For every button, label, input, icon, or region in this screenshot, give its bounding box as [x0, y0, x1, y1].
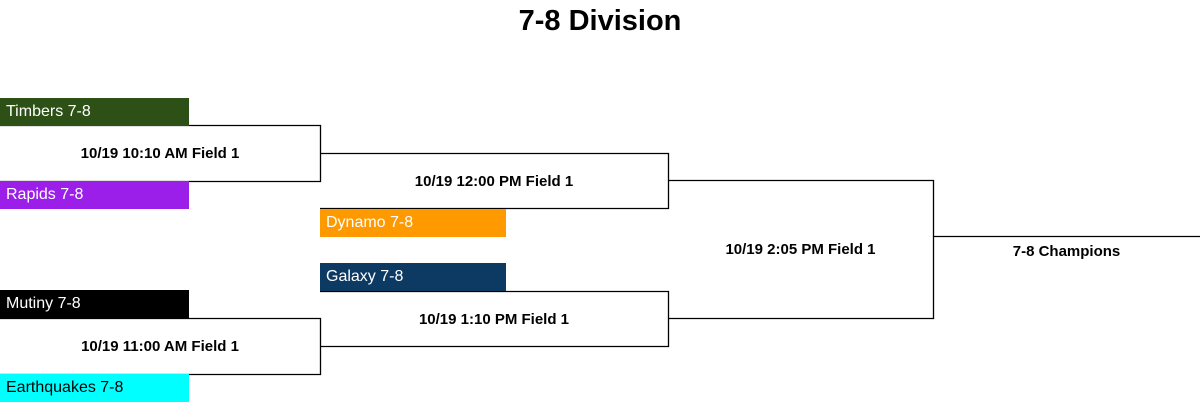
team-dynamo: Dynamo 7-8 — [320, 209, 506, 237]
team-earthquakes: Earthquakes 7-8 — [0, 374, 189, 402]
game-2-label: 10/19 11:00 AM Field 1 — [81, 338, 239, 355]
game-1-label: 10/19 10:10 AM Field 1 — [80, 145, 240, 162]
team-mutiny: Mutiny 7-8 — [0, 290, 189, 318]
game-5-label: 10/19 2:05 PM Field 1 — [725, 241, 876, 258]
bracket-title: 7-8 Division — [518, 5, 682, 37]
team-rapids: Rapids 7-8 — [0, 181, 189, 209]
champion-label: 7-8 Champions — [1012, 243, 1121, 260]
team-galaxy: Galaxy 7-8 — [320, 263, 506, 291]
game-4-label: 10/19 1:10 PM Field 1 — [418, 311, 570, 328]
game-5-connector — [668, 179, 935, 320]
team-timbers: Timbers 7-8 — [0, 98, 189, 126]
game-3-label: 10/19 12:00 PM Field 1 — [414, 173, 574, 190]
